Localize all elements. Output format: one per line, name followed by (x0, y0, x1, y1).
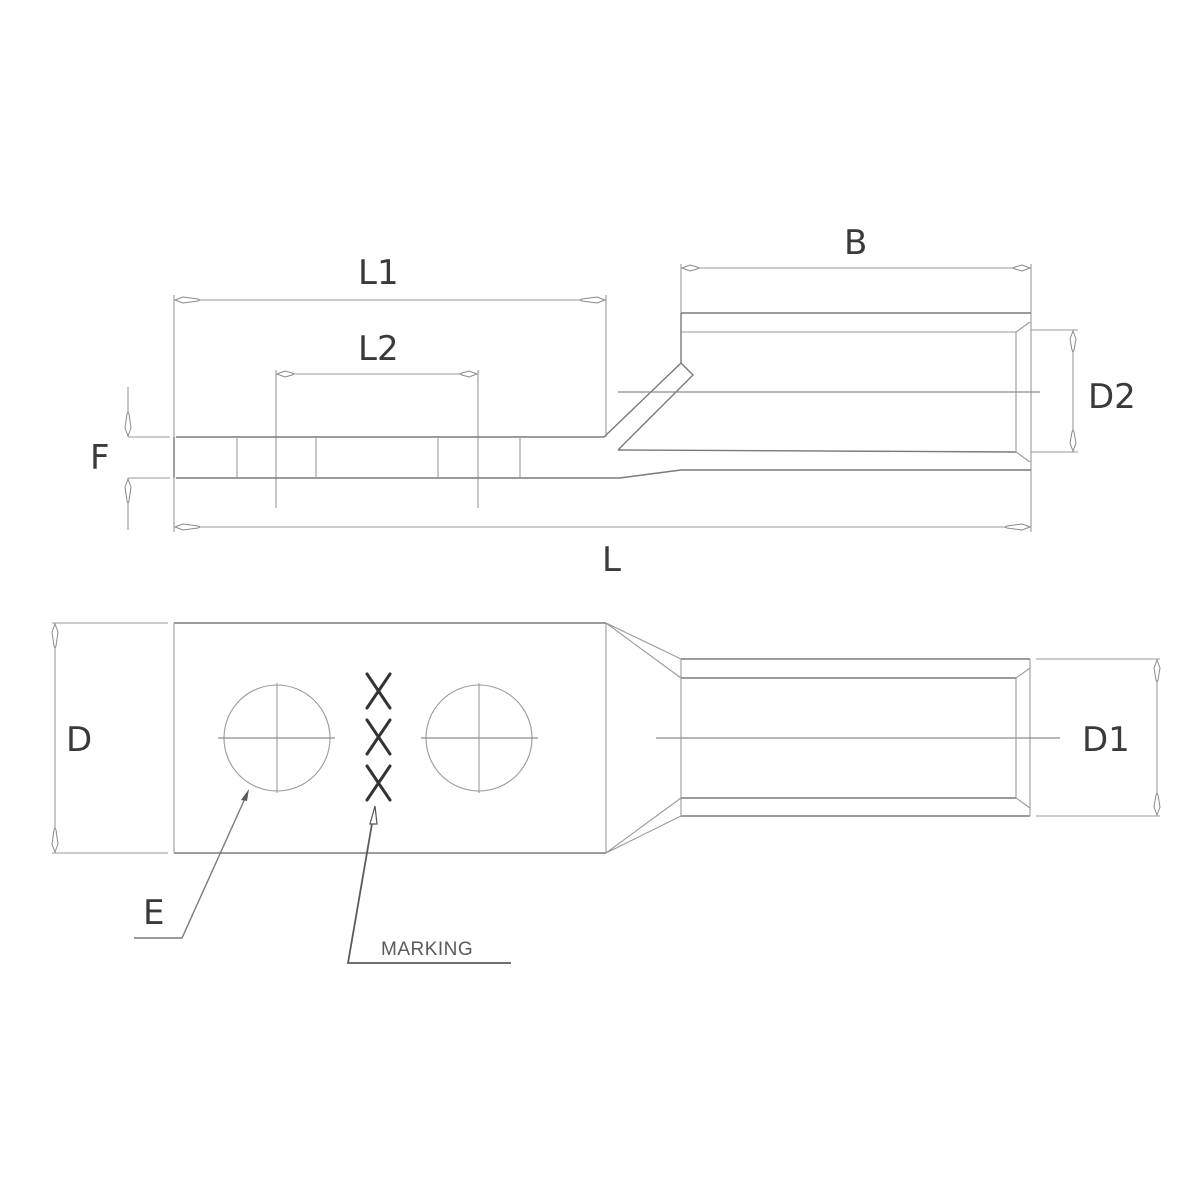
label-e: E (143, 893, 165, 933)
lug-barrel-side (618, 312, 1040, 471)
label-l1: L1 (358, 253, 399, 293)
lug-transition-side (603, 362, 1017, 479)
dimension-b (680, 264, 1032, 532)
leader-e (134, 789, 249, 939)
side-view (124, 264, 1078, 532)
label-l2: L2 (358, 329, 399, 369)
dimension-l1 (173, 295, 607, 532)
dimension-l (173, 523, 1032, 531)
label-d1: D1 (1082, 720, 1130, 760)
dimension-f (124, 387, 170, 530)
dimension-d1 (1036, 658, 1161, 817)
lug-barrel-top (656, 658, 1060, 817)
top-view (51, 622, 1161, 964)
label-marking: MARKING (381, 939, 474, 960)
label-d2: D2 (1088, 377, 1136, 417)
bolt-hole-right (421, 683, 538, 793)
bolt-hole-left (218, 683, 335, 793)
dimension-d (51, 622, 168, 854)
label-b: B (844, 223, 868, 263)
lug-palm-side (173, 436, 620, 479)
marking-symbol (365, 672, 392, 802)
lug-palm-top (173, 622, 607, 854)
label-f: F (90, 438, 110, 478)
lug-transition-top (605, 622, 682, 854)
dimension-d2 (1031, 329, 1078, 453)
dimension-l2 (275, 370, 479, 508)
label-l: L (602, 540, 621, 580)
leader-marking (346, 805, 511, 964)
label-d: D (66, 720, 93, 760)
